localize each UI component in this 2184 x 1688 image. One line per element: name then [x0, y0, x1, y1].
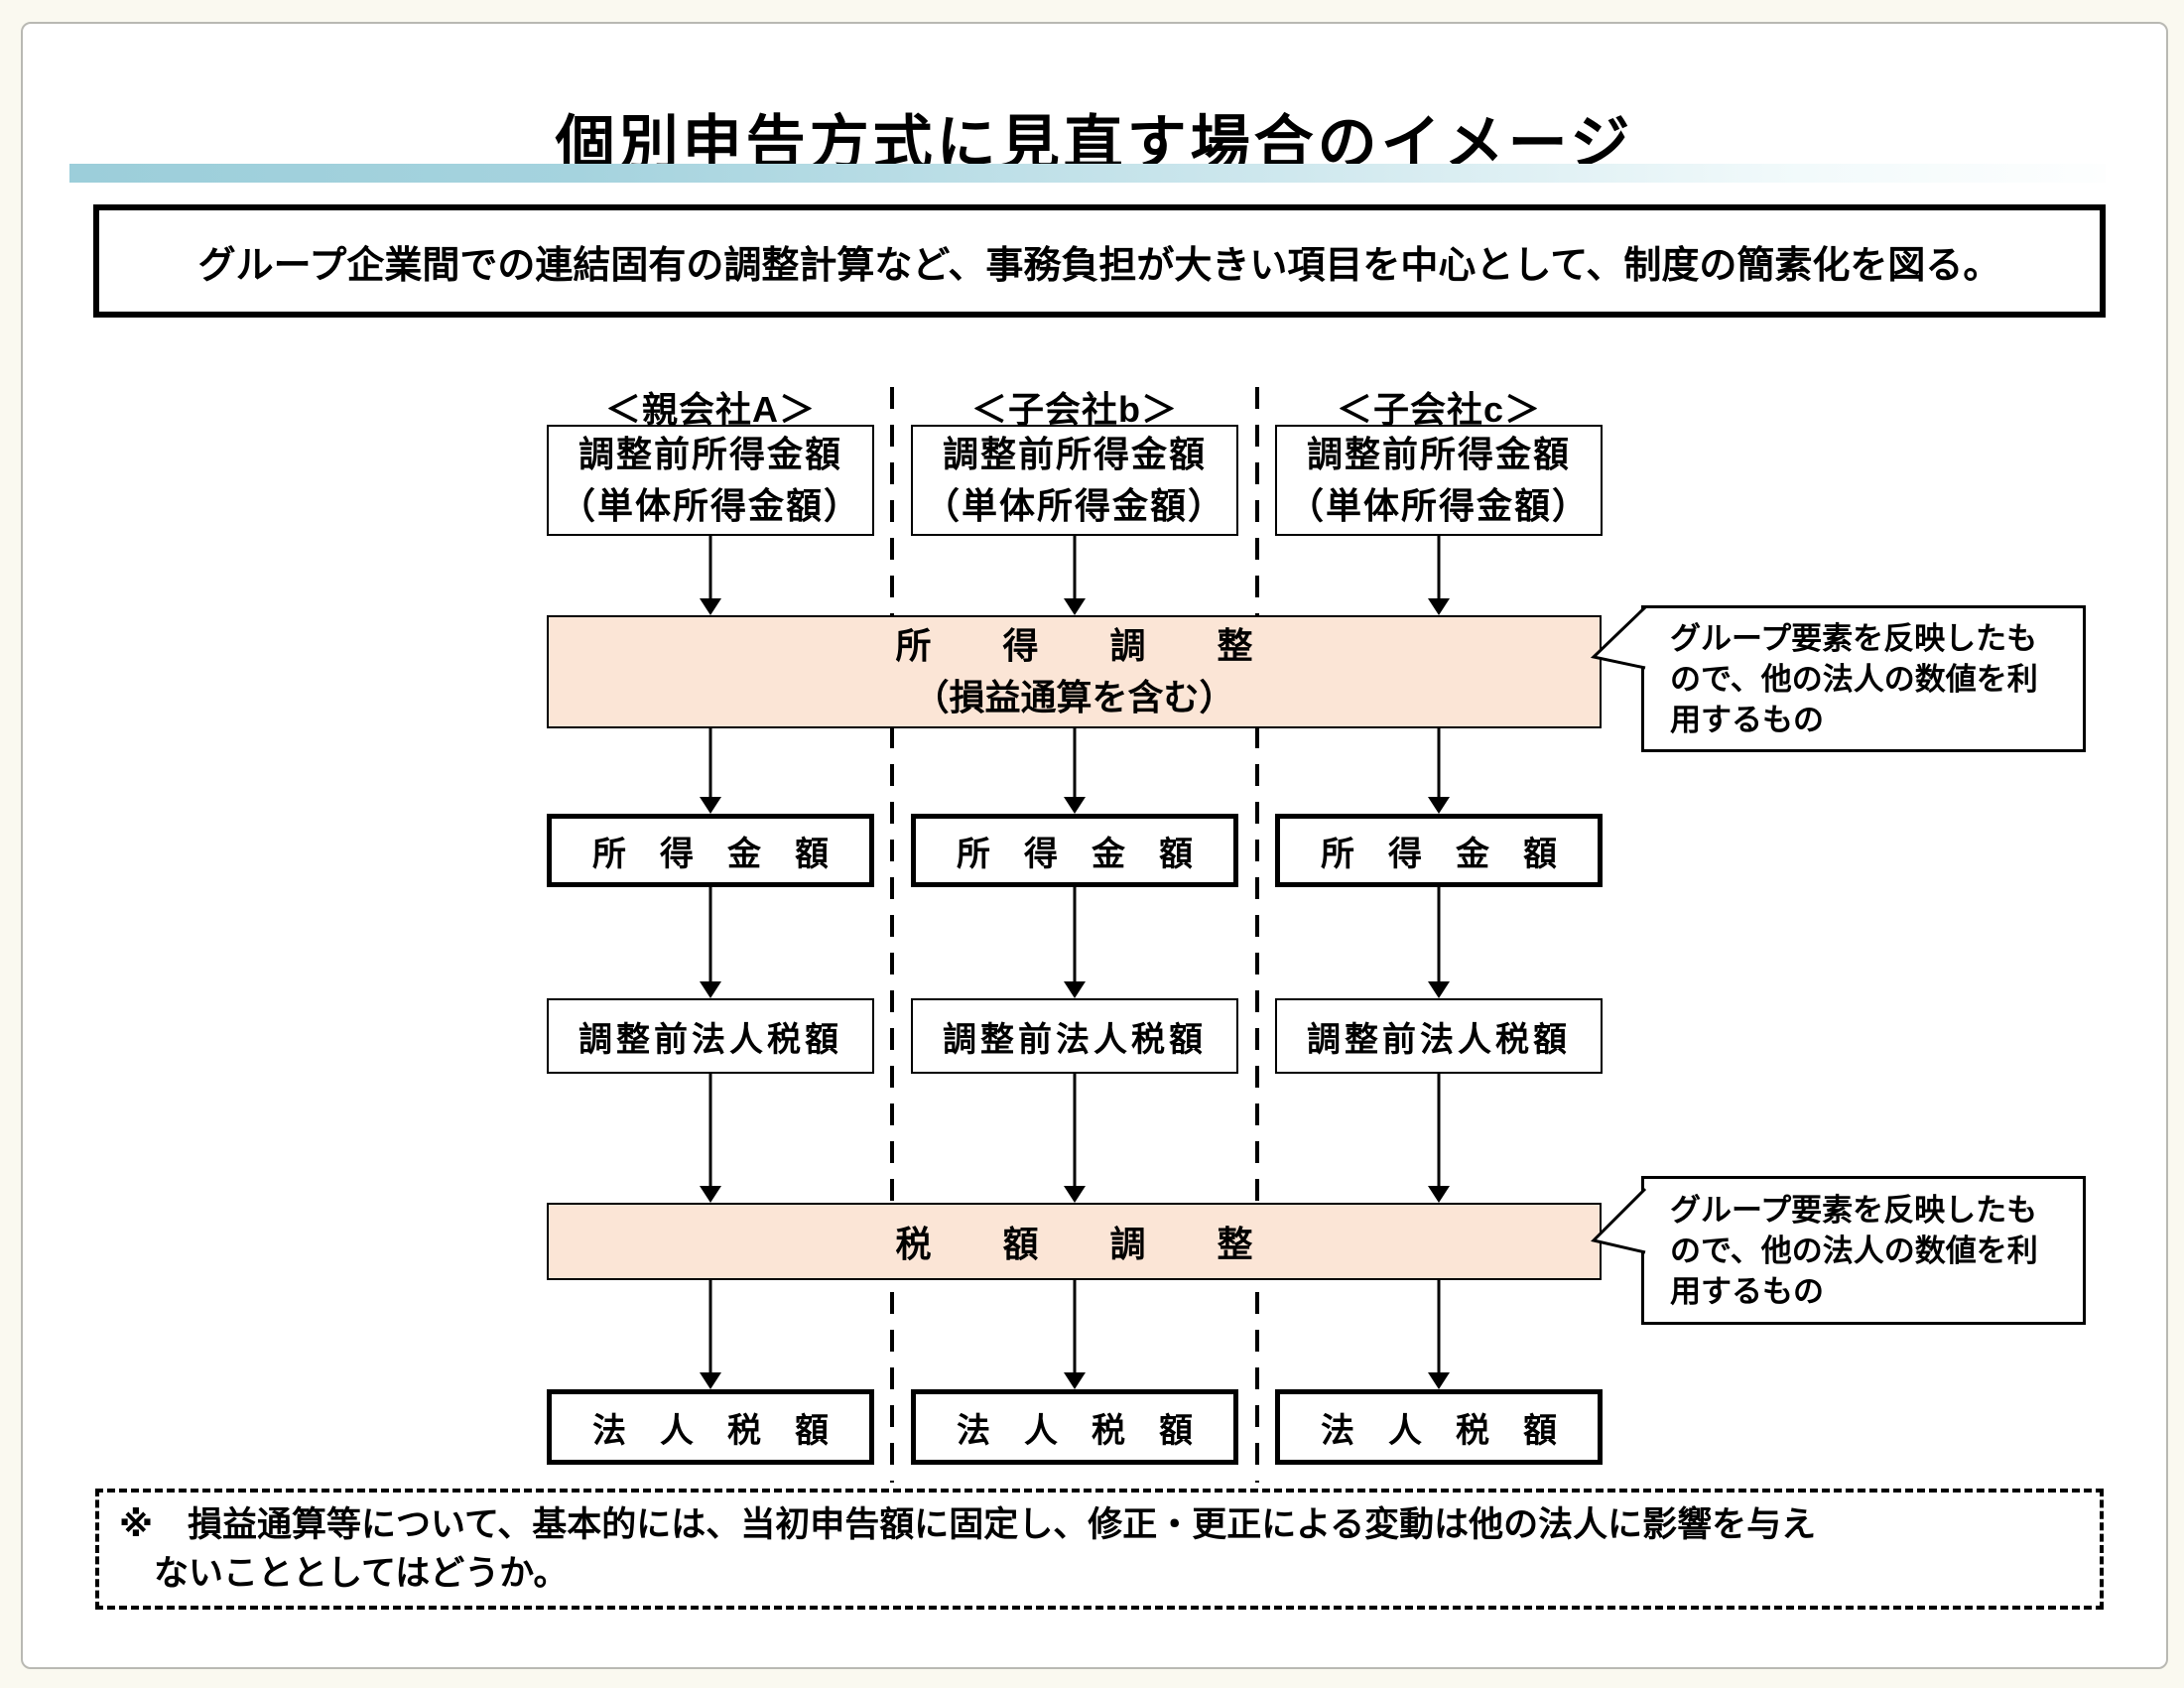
arrow-down: [1064, 887, 1086, 998]
arrow-down: [1428, 1074, 1450, 1203]
income-adjustment-callout: グループ要素を反映したも ので、他の法人の数値を利 用するもの: [1641, 605, 2086, 752]
pre-tax-box-c: 調整前法人税額: [1275, 998, 1603, 1074]
callout-tail-pointer: [1591, 1187, 1647, 1254]
callout-tail-pointer: [1590, 605, 1647, 670]
pre-income-box-a: 調整前所得金額 （単体所得金額）: [547, 425, 874, 536]
column-separator-2: [1255, 387, 1259, 1483]
arrow-down: [700, 728, 721, 814]
arrow-down: [1428, 728, 1450, 814]
arrow-down: [1428, 887, 1450, 998]
column-header-subsidiary-b: ＜子会社b＞: [971, 389, 1178, 430]
arrow-down: [700, 536, 721, 615]
footnote-box: ※ 損益通算等について、基本的には、当初申告額に固定し、修正・更正による変動は他…: [95, 1489, 2104, 1610]
tax-adjustment-callout: グループ要素を反映したも ので、他の法人の数値を利 用するもの: [1641, 1176, 2086, 1325]
arrow-down: [700, 887, 721, 998]
corporate-tax-box-a: 法 人 税 額: [547, 1389, 874, 1465]
income-adjustment-band: 所 得 調 整 （損益通算を含む）: [547, 615, 1602, 728]
slide-page: 個別申告方式に見直す場合のイメージ グループ企業間での連結固有の調整計算など、事…: [21, 22, 2168, 1669]
arrow-down: [1428, 1280, 1450, 1389]
arrow-down: [1064, 1074, 1086, 1203]
pre-tax-box-b: 調整前法人税額: [911, 998, 1238, 1074]
pre-tax-box-a: 調整前法人税額: [547, 998, 874, 1074]
column-separator-1: [890, 387, 894, 1483]
income-amount-box-c: 所 得 金 額: [1275, 814, 1603, 887]
arrow-down: [1428, 536, 1450, 615]
income-amount-box-a: 所 得 金 額: [547, 814, 874, 887]
column-header-parent-a: ＜親会社A＞: [605, 389, 816, 430]
arrow-down: [1064, 536, 1086, 615]
income-amount-box-b: 所 得 金 額: [911, 814, 1238, 887]
summary-statement-text: グループ企業間での連結固有の調整計算など、事務負担が大きい項目を中心として、制度…: [197, 244, 2001, 287]
arrow-down: [1064, 1280, 1086, 1389]
corporate-tax-box-c: 法 人 税 額: [1275, 1389, 1603, 1465]
title-underline-bar: [69, 164, 2106, 183]
pre-income-box-b: 調整前所得金額 （単体所得金額）: [911, 425, 1238, 536]
corporate-tax-box-b: 法 人 税 額: [911, 1389, 1238, 1465]
pre-income-box-c: 調整前所得金額 （単体所得金額）: [1275, 425, 1603, 536]
arrow-down: [700, 1280, 721, 1389]
arrow-down: [700, 1074, 721, 1203]
tax-adjustment-band: 税 額 調 整: [547, 1203, 1602, 1280]
arrow-down: [1064, 728, 1086, 814]
summary-statement-box: グループ企業間での連結固有の調整計算など、事務負担が大きい項目を中心として、制度…: [93, 204, 2106, 318]
column-header-subsidiary-c: ＜子会社c＞: [1336, 389, 1542, 430]
